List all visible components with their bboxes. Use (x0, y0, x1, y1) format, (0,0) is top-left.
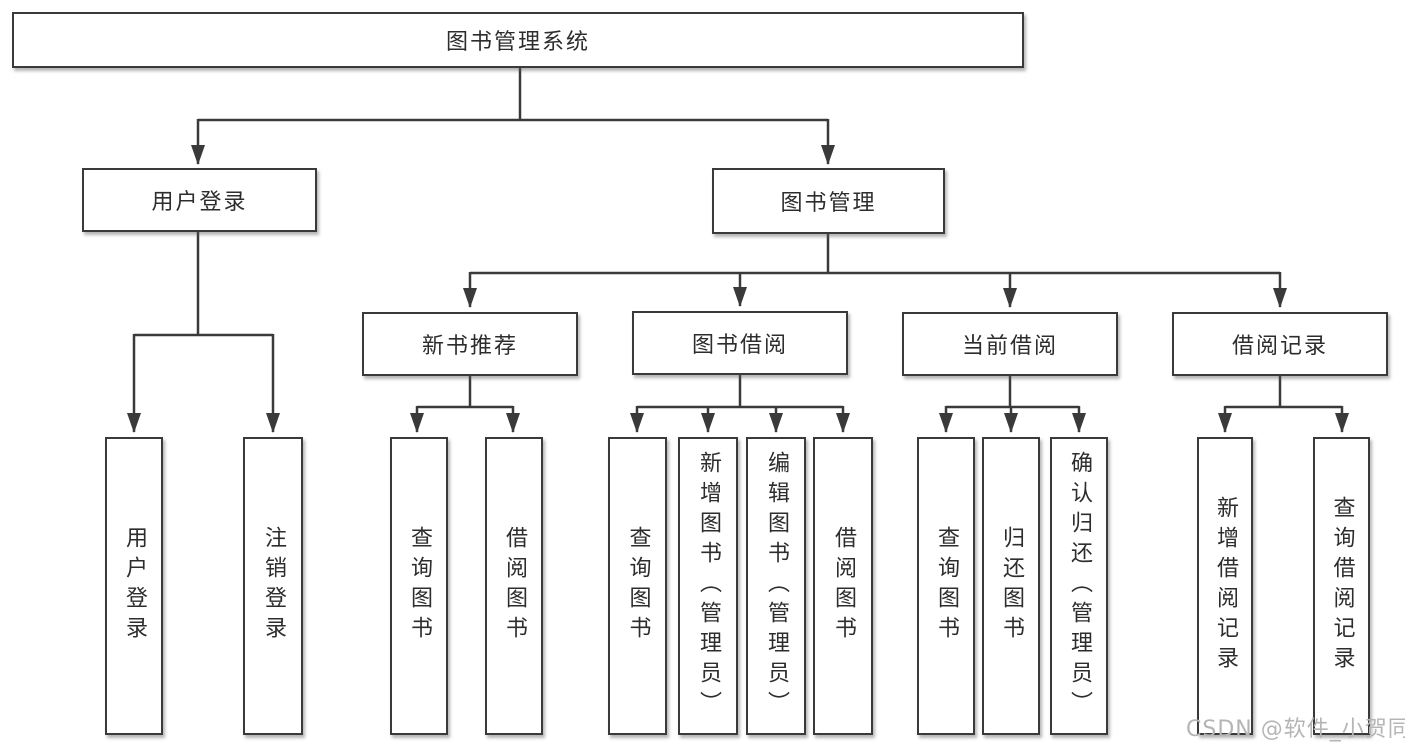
node-label: 查询图书 (934, 526, 959, 646)
node-label: 编辑图书（管理员） (764, 451, 789, 721)
node-label: 借阅图书 (831, 526, 856, 646)
node-label: 借阅图书 (502, 526, 527, 646)
node-label: 新书推荐 (421, 334, 518, 359)
leaf-query-books-current: 查询图书 (917, 437, 975, 735)
watermark: CSDN @软件_小贺同学 (1186, 717, 1405, 742)
node-label: 图书管理 (780, 191, 877, 216)
node-label: 新增借阅记录 (1213, 496, 1238, 676)
leaf-add-borrow-record: 新增借阅记录 (1197, 437, 1253, 735)
leaf-logout: 注销登录 (243, 437, 303, 735)
node-label: 新增图书（管理员） (696, 451, 721, 721)
node-label: 查询图书 (625, 526, 651, 646)
leaf-confirm-return-admin: 确认归还（管理员） (1050, 437, 1108, 735)
node-label: 归还图书 (999, 526, 1024, 646)
node-new-book-recommendation: 新书推荐 (362, 312, 578, 376)
node-user-login: 用户登录 (82, 168, 317, 232)
node-label: 查询图书 (407, 526, 432, 646)
node-label: 注销登录 (261, 526, 286, 646)
leaf-borrow-books-recommend: 借阅图书 (485, 437, 543, 735)
leaf-query-books-borrowing: 查询图书 (608, 437, 667, 735)
node-borrowing-records: 借阅记录 (1172, 312, 1388, 376)
connector-group (127, 68, 1349, 433)
leaf-query-borrow-record: 查询借阅记录 (1313, 437, 1370, 735)
node-current-borrowing: 当前借阅 (902, 312, 1118, 376)
leaf-return-books: 归还图书 (982, 437, 1040, 735)
leaf-borrow-books-borrowing: 借阅图书 (813, 437, 873, 735)
node-label: 图书借阅 (691, 333, 788, 358)
node-label: 当前借阅 (961, 334, 1058, 359)
leaf-query-books-recommend: 查询图书 (390, 437, 448, 735)
leaf-edit-books-admin: 编辑图书（管理员） (746, 437, 806, 735)
node-label: 图书管理系统 (445, 30, 590, 55)
node-label: 用户登录 (122, 526, 147, 646)
node-root-system: 图书管理系统 (12, 12, 1024, 68)
node-label: 查询借阅记录 (1329, 496, 1355, 676)
leaf-user-login: 用户登录 (105, 437, 163, 735)
leaf-add-books-admin: 新增图书（管理员） (678, 437, 738, 735)
node-book-borrowing: 图书借阅 (632, 311, 848, 375)
node-book-management: 图书管理 (712, 168, 945, 234)
node-label: 确认归还（管理员） (1067, 451, 1092, 721)
node-label: 用户登录 (151, 190, 248, 215)
node-label: 借阅记录 (1231, 334, 1328, 359)
